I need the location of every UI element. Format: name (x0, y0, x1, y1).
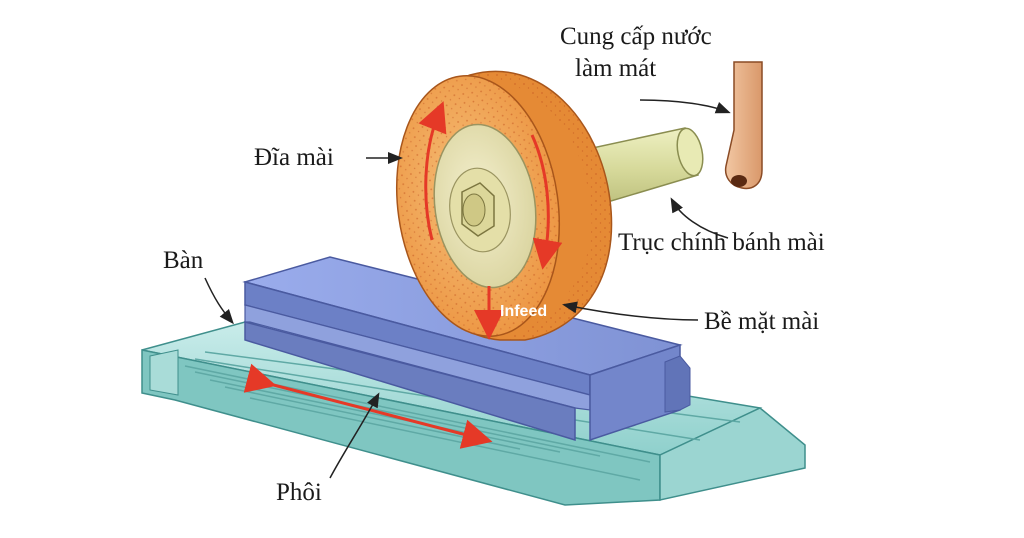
leader-table (204, 277, 234, 325)
infeed-label: Infeed (500, 303, 547, 320)
label-spindle: Trục chính bánh mài (618, 229, 825, 256)
coolant-pipe-body (724, 61, 763, 190)
leader-spindle (670, 197, 729, 239)
leader-lines (204, 99, 731, 479)
leader-coolant (639, 99, 731, 114)
label-workpiece: Phôi (276, 479, 322, 506)
leader-workpiece (329, 392, 380, 479)
leader-grinding-surface (562, 301, 699, 321)
rotation-arrow-left (418, 101, 447, 241)
label-coolant-line1: Cung cấp nước (560, 23, 712, 50)
table-right-face (659, 407, 806, 501)
wheel-rim-texture (470, 71, 612, 341)
label-table: Bàn (163, 247, 204, 274)
table-ledge (149, 349, 179, 396)
nut-face (462, 193, 486, 227)
workpiece-end-notch (664, 355, 691, 413)
label-grinding-surface: Bề mặt mài (704, 308, 820, 335)
coolant-pipe (724, 61, 763, 190)
rotation-arrow-right (530, 134, 563, 270)
coolant-pipe-outlet (731, 175, 747, 187)
label-wheel: Đĩa mài (254, 144, 334, 171)
grinding-wheel: Infeed (395, 70, 613, 341)
label-coolant-line2: làm mát (575, 55, 657, 82)
spindle-end (676, 127, 704, 177)
